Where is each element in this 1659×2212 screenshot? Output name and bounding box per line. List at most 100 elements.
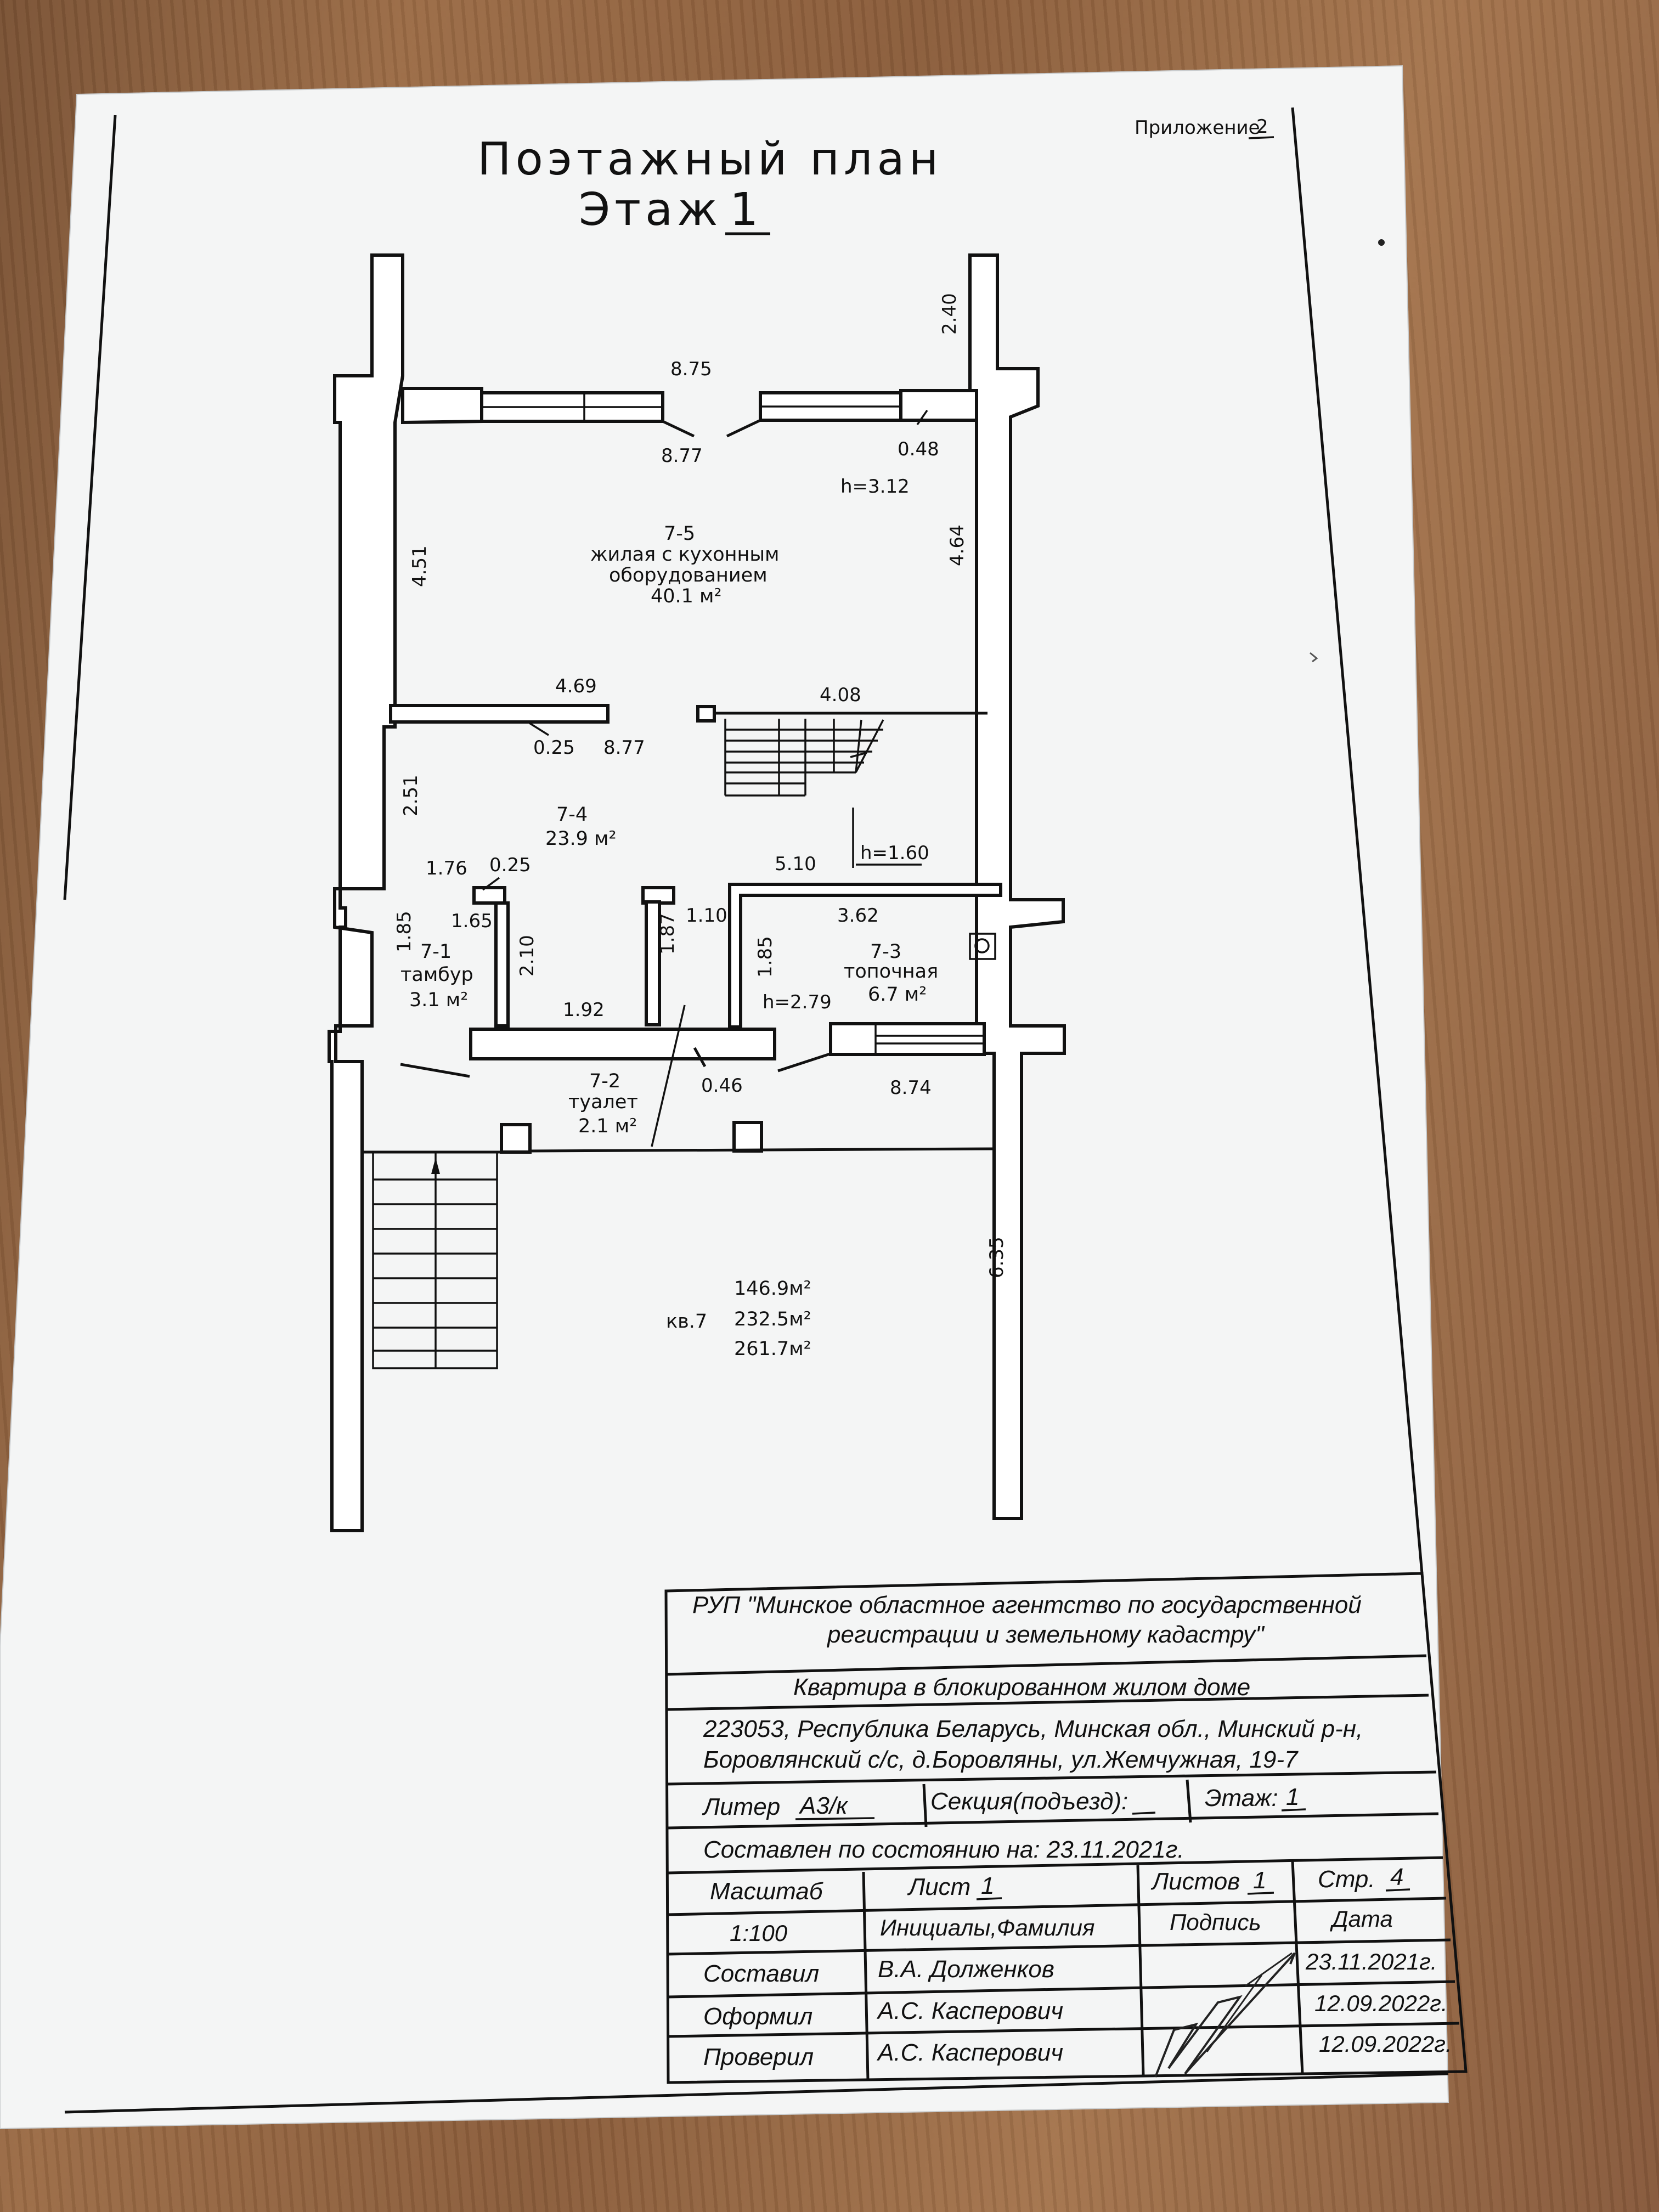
summary-area-1: 146.9м² — [734, 1278, 811, 1300]
dim-510: 5.10 — [775, 853, 816, 875]
dim-h312: h=3.12 — [840, 476, 910, 498]
leader-025a — [529, 722, 549, 736]
room-73-id: 7-3 — [870, 941, 901, 963]
partition-75-74-stub — [696, 705, 716, 723]
stamp-line-6 — [667, 1897, 1447, 1916]
summary-area-2: 232.5м² — [734, 1308, 811, 1330]
door-swing-tambour — [400, 1063, 470, 1078]
room-75-name2: оборудованием — [609, 565, 768, 586]
plan-title: Поэтажный план — [477, 133, 943, 185]
col-name-header: Инициалы,Фамилия — [880, 1915, 1094, 1940]
room-72-id: 7-2 — [589, 1070, 620, 1092]
external-stair — [372, 1151, 498, 1369]
address-line-2: Боровлянский с/с, д.Боровляны, ул.Жемчуж… — [703, 1746, 1299, 1773]
door-swing-top-right — [726, 419, 761, 438]
stamp-outer — [664, 1572, 1468, 2084]
appendix-underline — [1248, 136, 1274, 139]
dim-251: 2.51 — [400, 775, 422, 816]
terrace-line — [529, 1147, 995, 1153]
row-1-date: 23.11.2021г. — [1305, 1949, 1437, 1974]
signature-scribble — [1154, 1952, 1296, 2078]
dim-h160: h=1.60 — [860, 842, 929, 864]
row-1-role: Составил — [703, 1960, 819, 1987]
stamp-v-liter — [922, 1784, 928, 1827]
sheet-underline — [976, 1897, 1002, 1900]
stamp-line-3 — [667, 1770, 1437, 1786]
stamp-line-8 — [667, 1980, 1455, 1999]
row-2-role: Оформил — [703, 2003, 812, 2030]
page-value: 4 — [1390, 1864, 1403, 1891]
stamp-line-5 — [667, 1856, 1443, 1875]
dim-874: 8.74 — [890, 1077, 932, 1099]
org-line-2: регистрации и земельному кадастру" — [826, 1621, 1265, 1648]
stamp-line-7 — [667, 1938, 1451, 1956]
summary-area-3: 261.7м² — [734, 1338, 811, 1360]
org-line-1: РУП "Минское областное агентство по госу… — [692, 1592, 1362, 1618]
row-2-name: А.С. Касперович — [876, 1997, 1063, 2024]
room-72-area: 2.1 м² — [578, 1115, 637, 1137]
dim-877-top: 8.77 — [661, 445, 703, 467]
room-73-name: топочная — [844, 961, 938, 983]
floor-title-number: 1 — [730, 184, 763, 236]
partition-71-74 — [494, 901, 510, 1028]
door-swing-top-left — [662, 420, 695, 438]
row-3-role: Проверил — [703, 2044, 814, 2070]
door-swing-toilet — [693, 1047, 707, 1068]
column-bottom-right — [732, 1121, 763, 1153]
appendix-label: Приложение — [1135, 117, 1260, 139]
dim-875: 8.75 — [670, 358, 712, 380]
page-underline — [1385, 1888, 1410, 1892]
liter-underline — [795, 1817, 875, 1820]
room-75-name1: жилая с кухонным — [590, 544, 779, 566]
dim-h279: h=2.79 — [763, 991, 832, 1013]
paper-dot — [1378, 239, 1385, 246]
sheets-label: Листов — [1150, 1868, 1240, 1895]
stamp-v-date — [1291, 1860, 1304, 2074]
section-label: Секция(подъезд): — [930, 1788, 1128, 1815]
room-71-name: тамбур — [400, 964, 473, 986]
wall-73-bottom — [829, 1022, 986, 1056]
dim-192: 1.92 — [563, 999, 605, 1021]
boiler-icon — [969, 933, 996, 960]
door-swing-73 — [777, 1052, 832, 1073]
dim-187: 1.87 — [657, 913, 679, 955]
stamp-line-4 — [667, 1812, 1439, 1830]
row-3-date: 12.09.2022г. — [1319, 2031, 1452, 2057]
top-wall-left — [401, 387, 483, 425]
partition-75-74-left — [389, 704, 610, 724]
room-73-area: 6.7 м² — [868, 984, 927, 1006]
stamp-line-1 — [666, 1654, 1427, 1676]
room-74-id: 7-4 — [556, 804, 588, 826]
column-bottom-left — [500, 1123, 532, 1154]
room-71-id: 7-1 — [420, 941, 452, 963]
stamp-v-sign — [1136, 1865, 1145, 2076]
row-1-name: В.А. Долженков — [878, 1956, 1054, 1983]
compiled-state: Составлен по состоянию на: 23.11.2021г. — [703, 1836, 1184, 1863]
leader-toilet — [651, 1005, 686, 1147]
dim-451: 4.51 — [409, 545, 431, 587]
title-block: РУП "Минское областное агентство по госу… — [664, 1572, 1468, 2084]
col-date-header: Дата — [1330, 1906, 1393, 1932]
page-label: Стр. — [1318, 1866, 1375, 1893]
paper-mark — [1310, 652, 1318, 663]
dim-469: 4.69 — [555, 675, 597, 697]
section-underline — [1132, 1812, 1156, 1815]
dim-025-a: 0.25 — [533, 737, 575, 759]
room-75-area: 40.1 м² — [651, 585, 722, 607]
dim-110: 1.10 — [686, 905, 727, 927]
frame-left-line — [63, 115, 117, 900]
dim-046: 0.46 — [701, 1075, 743, 1097]
row-2-date: 12.09.2022г. — [1314, 1990, 1448, 2016]
dim-877-mid: 8.77 — [603, 737, 645, 759]
col-sign-header: Подпись — [1170, 1909, 1261, 1935]
floor-underline — [1281, 1808, 1306, 1812]
room-72-name: туалет — [568, 1091, 638, 1113]
dim-165: 1.65 — [451, 910, 493, 932]
dim-408: 4.08 — [820, 684, 861, 706]
stamp-line-9 — [667, 2022, 1460, 2038]
room-75-id: 7-5 — [664, 523, 695, 545]
dim-635: 6.35 — [986, 1237, 1008, 1278]
column-7-4-left — [472, 886, 506, 905]
dim-240: 2.40 — [939, 293, 961, 335]
room-labels: 7-5 жилая с кухонным оборудованием 40.1 … — [400, 523, 938, 1360]
